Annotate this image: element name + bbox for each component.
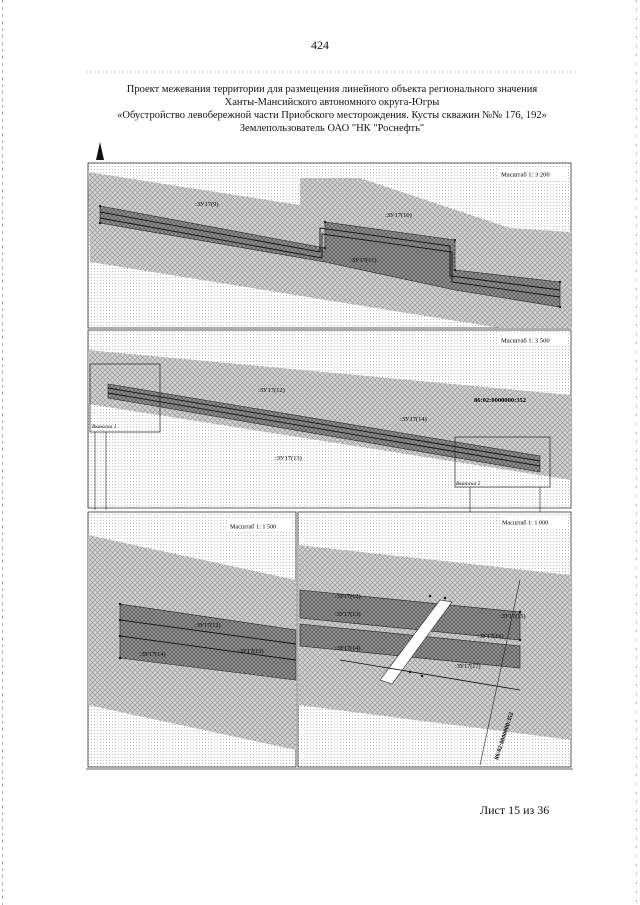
label-zu17-15-p4: :ЗУ17(15)	[500, 613, 526, 620]
panel-4-crossing	[379, 599, 453, 685]
panel-1-map: Масштаб 1: 3 200 :ЗУ17(9) :ЗУ17(10) :ЗУ1…	[87, 162, 572, 329]
panel-1-line-lower	[99, 217, 561, 298]
label-zu17-13: :ЗУ17(13)	[275, 455, 302, 462]
sheet-number: Лист 15 из 36	[480, 803, 550, 817]
cadastral-number: 86:02:0000000:352	[474, 397, 526, 404]
label-zu17-14: :ЗУ17(14)	[400, 416, 427, 423]
panel-2-line-lower	[107, 392, 541, 467]
callout-2-box	[454, 436, 551, 488]
label-zu17-12: :ЗУ17(12)	[258, 387, 285, 394]
label-zu17-14-p3: :ЗУ17(14)	[140, 651, 166, 658]
header-line-1: Проект межевания территории для размещен…	[126, 84, 538, 95]
label-zu17-13-p3: :ЗУ17(13)	[238, 648, 264, 655]
label-zu17-9: :ЗУ17(9)	[195, 201, 219, 208]
label-zu17-10: :ЗУ17(10)	[385, 212, 412, 219]
panel-2-map: Масштаб 1: 3 500 86:02:0000000:352 :ЗУ17…	[87, 329, 572, 512]
label-zu17-12-p3: :ЗУ17(12)	[195, 622, 221, 629]
panel-1-line-upper	[99, 211, 561, 291]
cadastral-boundary-line	[479, 579, 521, 766]
label-zu17-14-p4: :ЗУ17(14)	[335, 645, 361, 652]
scan-edge-right	[636, 0, 637, 905]
panel-2-line-upper	[107, 387, 541, 462]
callout-2-label: Выноска 2	[456, 481, 481, 487]
label-zu17-17-p4: :ЗУ17(17)	[455, 663, 481, 670]
callout-1-box	[89, 363, 161, 433]
panel-3-map: Масштаб 1: 1 500 :ЗУ17(12) :ЗУ17(13) :ЗУ…	[87, 511, 297, 768]
north-arrow-icon	[96, 142, 104, 160]
header-line-3: «Обустройство левобережной части Приобск…	[117, 110, 547, 121]
page-number: 424	[311, 38, 329, 52]
header-line-4: Землепользователь ОАО "НК "Роснефть"	[239, 123, 425, 134]
panel-4-map: Масштаб 1: 1 000 :ЗУ17(12) :ЗУ17(13) :ЗУ…	[297, 511, 572, 768]
label-zu17-11: :ЗУ17(11)	[350, 257, 377, 264]
scan-edge-left	[2, 0, 3, 905]
panel-3-scale: Масштаб 1: 1 500	[230, 524, 276, 531]
label-zu17-13-p4: :ЗУ17(13)	[335, 611, 361, 618]
panel-3-corridor	[119, 603, 297, 681]
panel-4-scale: Масштаб 1: 1 000	[502, 520, 548, 527]
label-zu17-12-p4: :ЗУ17(12)	[335, 593, 361, 600]
label-zu17-16-p4: :ЗУ17(16)	[478, 633, 504, 640]
panel-2-scale: Масштаб 1: 3 500	[501, 338, 550, 345]
panel-1-scale: Масштаб 1: 3 200	[501, 172, 550, 179]
header-line-2: Ханты-Мансийского автономного округа-Югр…	[224, 97, 440, 108]
document-header: Проект межевания территории для размещен…	[88, 83, 576, 135]
callout-1-label: Выноска 1	[92, 424, 117, 430]
